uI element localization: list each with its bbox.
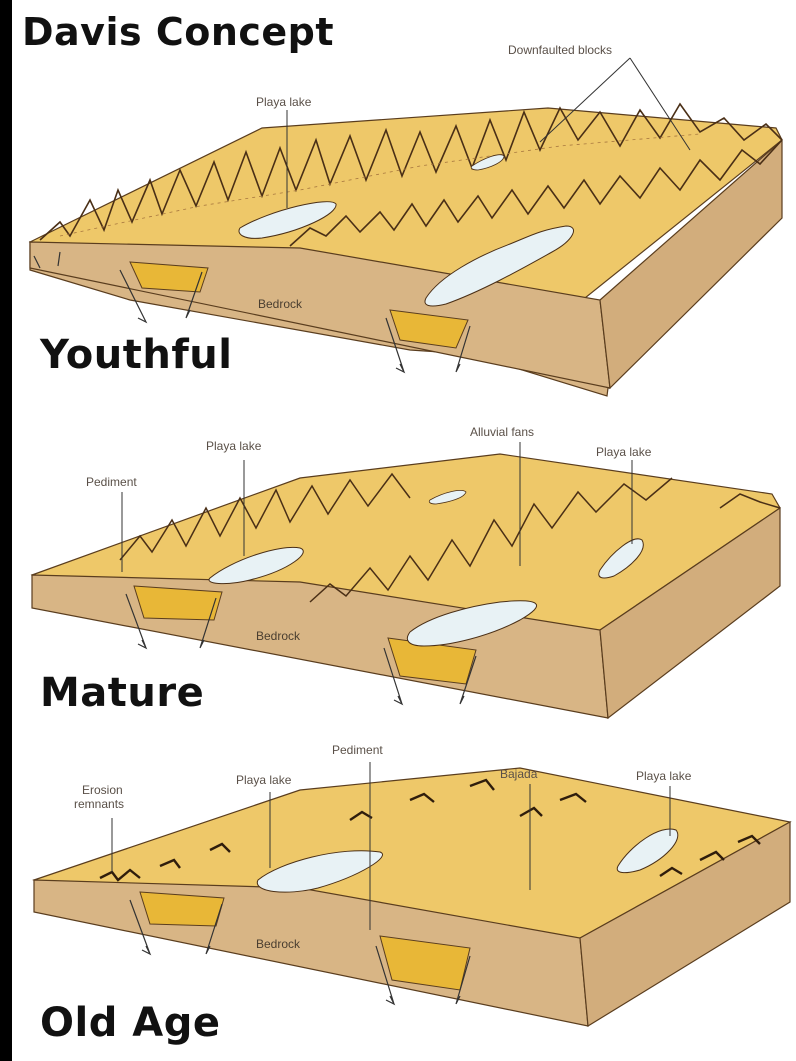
mature-playa-lake-left-label: Playa lake <box>206 440 261 453</box>
figure-title: Davis Concept <box>22 10 334 54</box>
mature-bedrock-label: Bedrock <box>256 630 300 643</box>
erosion-remnants-label-line2: remnants <box>74 798 124 811</box>
old-age-pediment-label: Pediment <box>332 744 383 757</box>
old-age-playa-lake-left-label: Playa lake <box>236 774 291 787</box>
mature-stage-label: Mature <box>40 670 204 716</box>
youthful-stage-label: Youthful <box>40 332 232 378</box>
mature-sediment-left <box>134 586 222 620</box>
youthful-bedrock-label: Bedrock <box>258 298 302 311</box>
old-age-sediment-left <box>140 892 224 926</box>
mature-pediment-label: Pediment <box>86 476 137 489</box>
alluvial-fans-label: Alluvial fans <box>470 426 534 439</box>
old-age-stage-label: Old Age <box>40 1000 221 1046</box>
bajada-label: Bajada <box>500 768 537 781</box>
erosion-remnants-label-line1: Erosion <box>82 784 123 797</box>
youthful-playa-lake-label: Playa lake <box>256 96 311 109</box>
old-age-playa-lake-right-label: Playa lake <box>636 770 691 783</box>
mature-playa-lake-right-label: Playa lake <box>596 446 651 459</box>
old-age-bedrock-label: Bedrock <box>256 938 300 951</box>
downfaulted-blocks-label: Downfaulted blocks <box>508 44 612 57</box>
left-border <box>0 0 12 1061</box>
